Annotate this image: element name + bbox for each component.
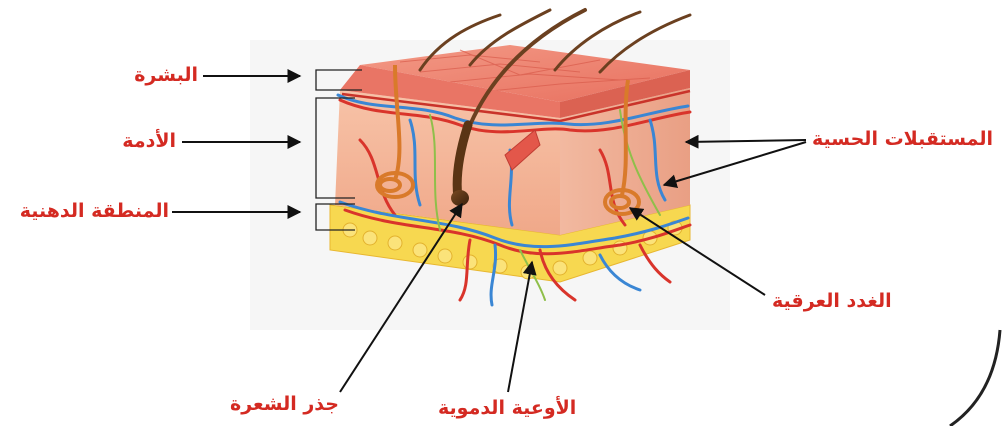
label-blood-vessels: الأوعية الدموية <box>438 397 576 419</box>
label-epidermis: البشرة <box>134 64 198 86</box>
label-sensory-receptors: المستقبلات الحسية <box>812 128 993 150</box>
page-corner-curve <box>950 330 1000 426</box>
hair-bulb <box>451 190 469 206</box>
label-hypodermis: المنطقة الدهنية <box>20 200 169 222</box>
label-sweat-glands: الغدد العرقية <box>772 290 892 312</box>
label-dermis: الأدمة <box>122 130 176 152</box>
label-hair-root: جذر الشعرة <box>230 393 339 415</box>
